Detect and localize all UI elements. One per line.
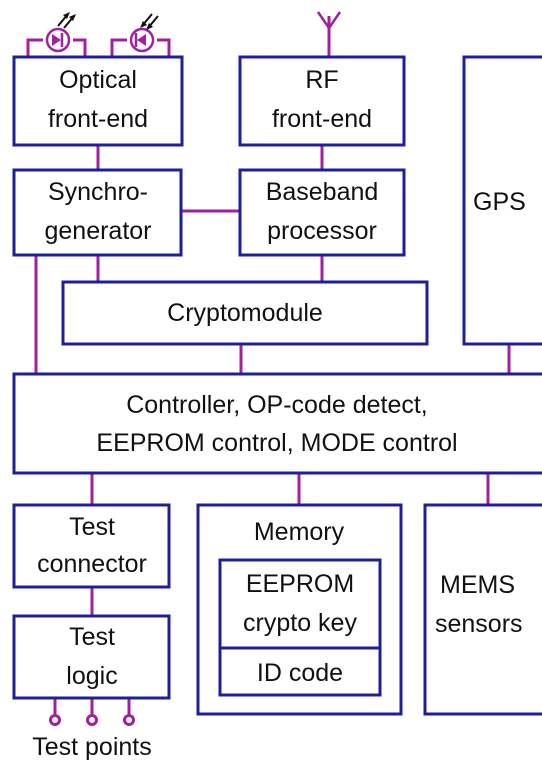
- baseband-line2: processor: [267, 217, 377, 245]
- test-point-icon: [86, 714, 98, 726]
- baseband-line1: Baseband: [266, 178, 379, 206]
- test-points: Test points: [32, 714, 152, 761]
- rf-line1: RF: [305, 66, 338, 94]
- eeprom-line2: crypto key: [243, 609, 357, 637]
- synchro-generator-block: Synchro- generator: [12, 168, 183, 257]
- mems-sensors-block: MEMS sensors: [423, 503, 542, 716]
- gps-block: GPS: [462, 55, 542, 346]
- test-logic-block: Test logic: [12, 614, 171, 700]
- test-point-icon: [123, 714, 135, 726]
- photodiode-icon: [129, 13, 159, 53]
- rf-line2: front-end: [272, 105, 372, 133]
- crypto-label: Cryptomodule: [167, 299, 323, 327]
- memory-label: Memory: [254, 518, 345, 546]
- optical-front-end-block: Optical front-end: [12, 55, 184, 147]
- controller-line1: Controller, OP-code detect,: [126, 391, 428, 419]
- testconn-line1: Test: [69, 513, 115, 541]
- wire-optical-led-b: [73, 38, 87, 57]
- rf-front-end-block: RF front-end: [238, 55, 406, 147]
- antenna-icon: [316, 11, 342, 31]
- test-points-label: Test points: [32, 733, 152, 761]
- synchro-line2: generator: [44, 217, 151, 245]
- eeprom-block: EEPROM crypto key: [218, 558, 382, 650]
- mems-line1: MEMS: [440, 571, 515, 599]
- test-connector-block: Test connector: [12, 503, 171, 589]
- cryptomodule-block: Cryptomodule: [61, 280, 429, 346]
- id-code-label: ID code: [257, 659, 343, 687]
- eeprom-line1: EEPROM: [246, 570, 354, 598]
- connection-wires: [26, 16, 511, 716]
- wire-optical-pd-b: [157, 38, 171, 57]
- gps-label: GPS: [473, 188, 526, 216]
- baseband-processor-block: Baseband processor: [238, 168, 406, 257]
- led-icon: [45, 12, 76, 53]
- testconn-line2: connector: [37, 550, 147, 578]
- id-code-block: ID code: [218, 646, 382, 697]
- testlogic-line1: Test: [69, 623, 115, 651]
- controller-line2: EEPROM control, MODE control: [96, 429, 457, 457]
- wire-optical-pd: [110, 38, 127, 57]
- testlogic-line2: logic: [66, 662, 117, 690]
- optical-line2: front-end: [48, 105, 148, 133]
- wire-optical-led: [26, 38, 43, 57]
- synchro-line1: Synchro-: [48, 178, 148, 206]
- controller-block: Controller, OP-code detect, EEPROM contr…: [12, 372, 542, 475]
- optical-line1: Optical: [59, 66, 137, 94]
- test-point-icon: [49, 714, 61, 726]
- mems-line2: sensors: [435, 610, 523, 638]
